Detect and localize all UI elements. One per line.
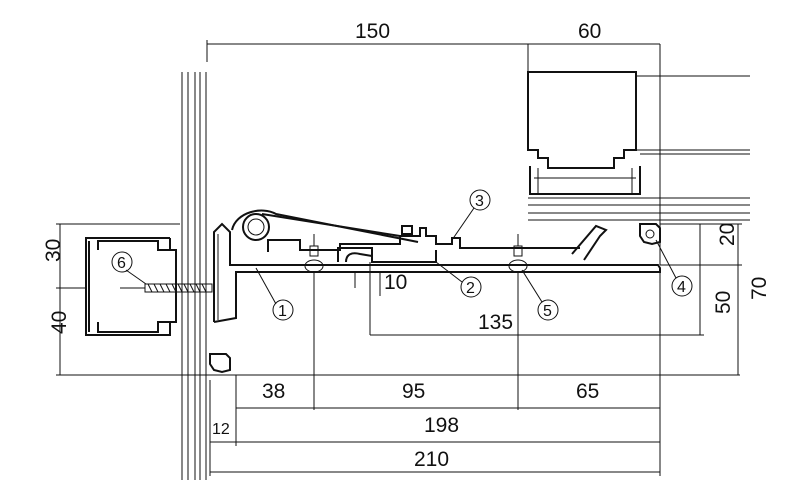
- dim-10: 10: [384, 271, 407, 294]
- center-clip: [337, 247, 437, 296]
- right-flap: [571, 224, 608, 261]
- callout-6: 6: [111, 251, 147, 285]
- svg-text:4: 4: [677, 279, 686, 296]
- dim-12: 12: [212, 421, 230, 438]
- hinge-cover: [231, 209, 580, 252]
- callout-3: 3: [451, 189, 491, 241]
- svg-text:5: 5: [543, 303, 552, 320]
- dim-60: 60: [578, 20, 601, 43]
- dim-70: 70: [748, 277, 771, 300]
- drill-screw: [120, 283, 213, 293]
- callout-4: 4: [655, 239, 693, 297]
- wall-gasket: [209, 353, 231, 374]
- callout-5: 5: [521, 269, 559, 321]
- dim-150: 150: [355, 20, 390, 43]
- callout-1: 1: [255, 267, 294, 321]
- fastener-left: [304, 234, 324, 273]
- svg-text:2: 2: [466, 280, 475, 297]
- fastener-right: [508, 234, 528, 273]
- panel-unit: [527, 44, 750, 265]
- svg-text:3: 3: [475, 193, 484, 210]
- dim-20: 20: [716, 223, 739, 246]
- lower-tray-profile: [213, 222, 661, 323]
- dim-65: 65: [576, 380, 599, 403]
- c-channel-profile: [85, 237, 177, 336]
- dim-198: 198: [424, 414, 459, 437]
- svg-text:6: 6: [117, 255, 126, 272]
- gasket: [639, 223, 661, 246]
- dimension-lines: [56, 40, 742, 476]
- svg-text:1: 1: [278, 303, 287, 320]
- dim-40: 40: [48, 311, 71, 334]
- wall-section: [181, 72, 207, 480]
- dim-50: 50: [712, 291, 735, 314]
- callout-2: 2: [435, 261, 482, 298]
- dim-38: 38: [262, 380, 285, 403]
- dim-30: 30: [42, 239, 65, 262]
- dim-95: 95: [402, 380, 425, 403]
- dim-135: 135: [478, 311, 513, 334]
- dim-210: 210: [414, 448, 449, 471]
